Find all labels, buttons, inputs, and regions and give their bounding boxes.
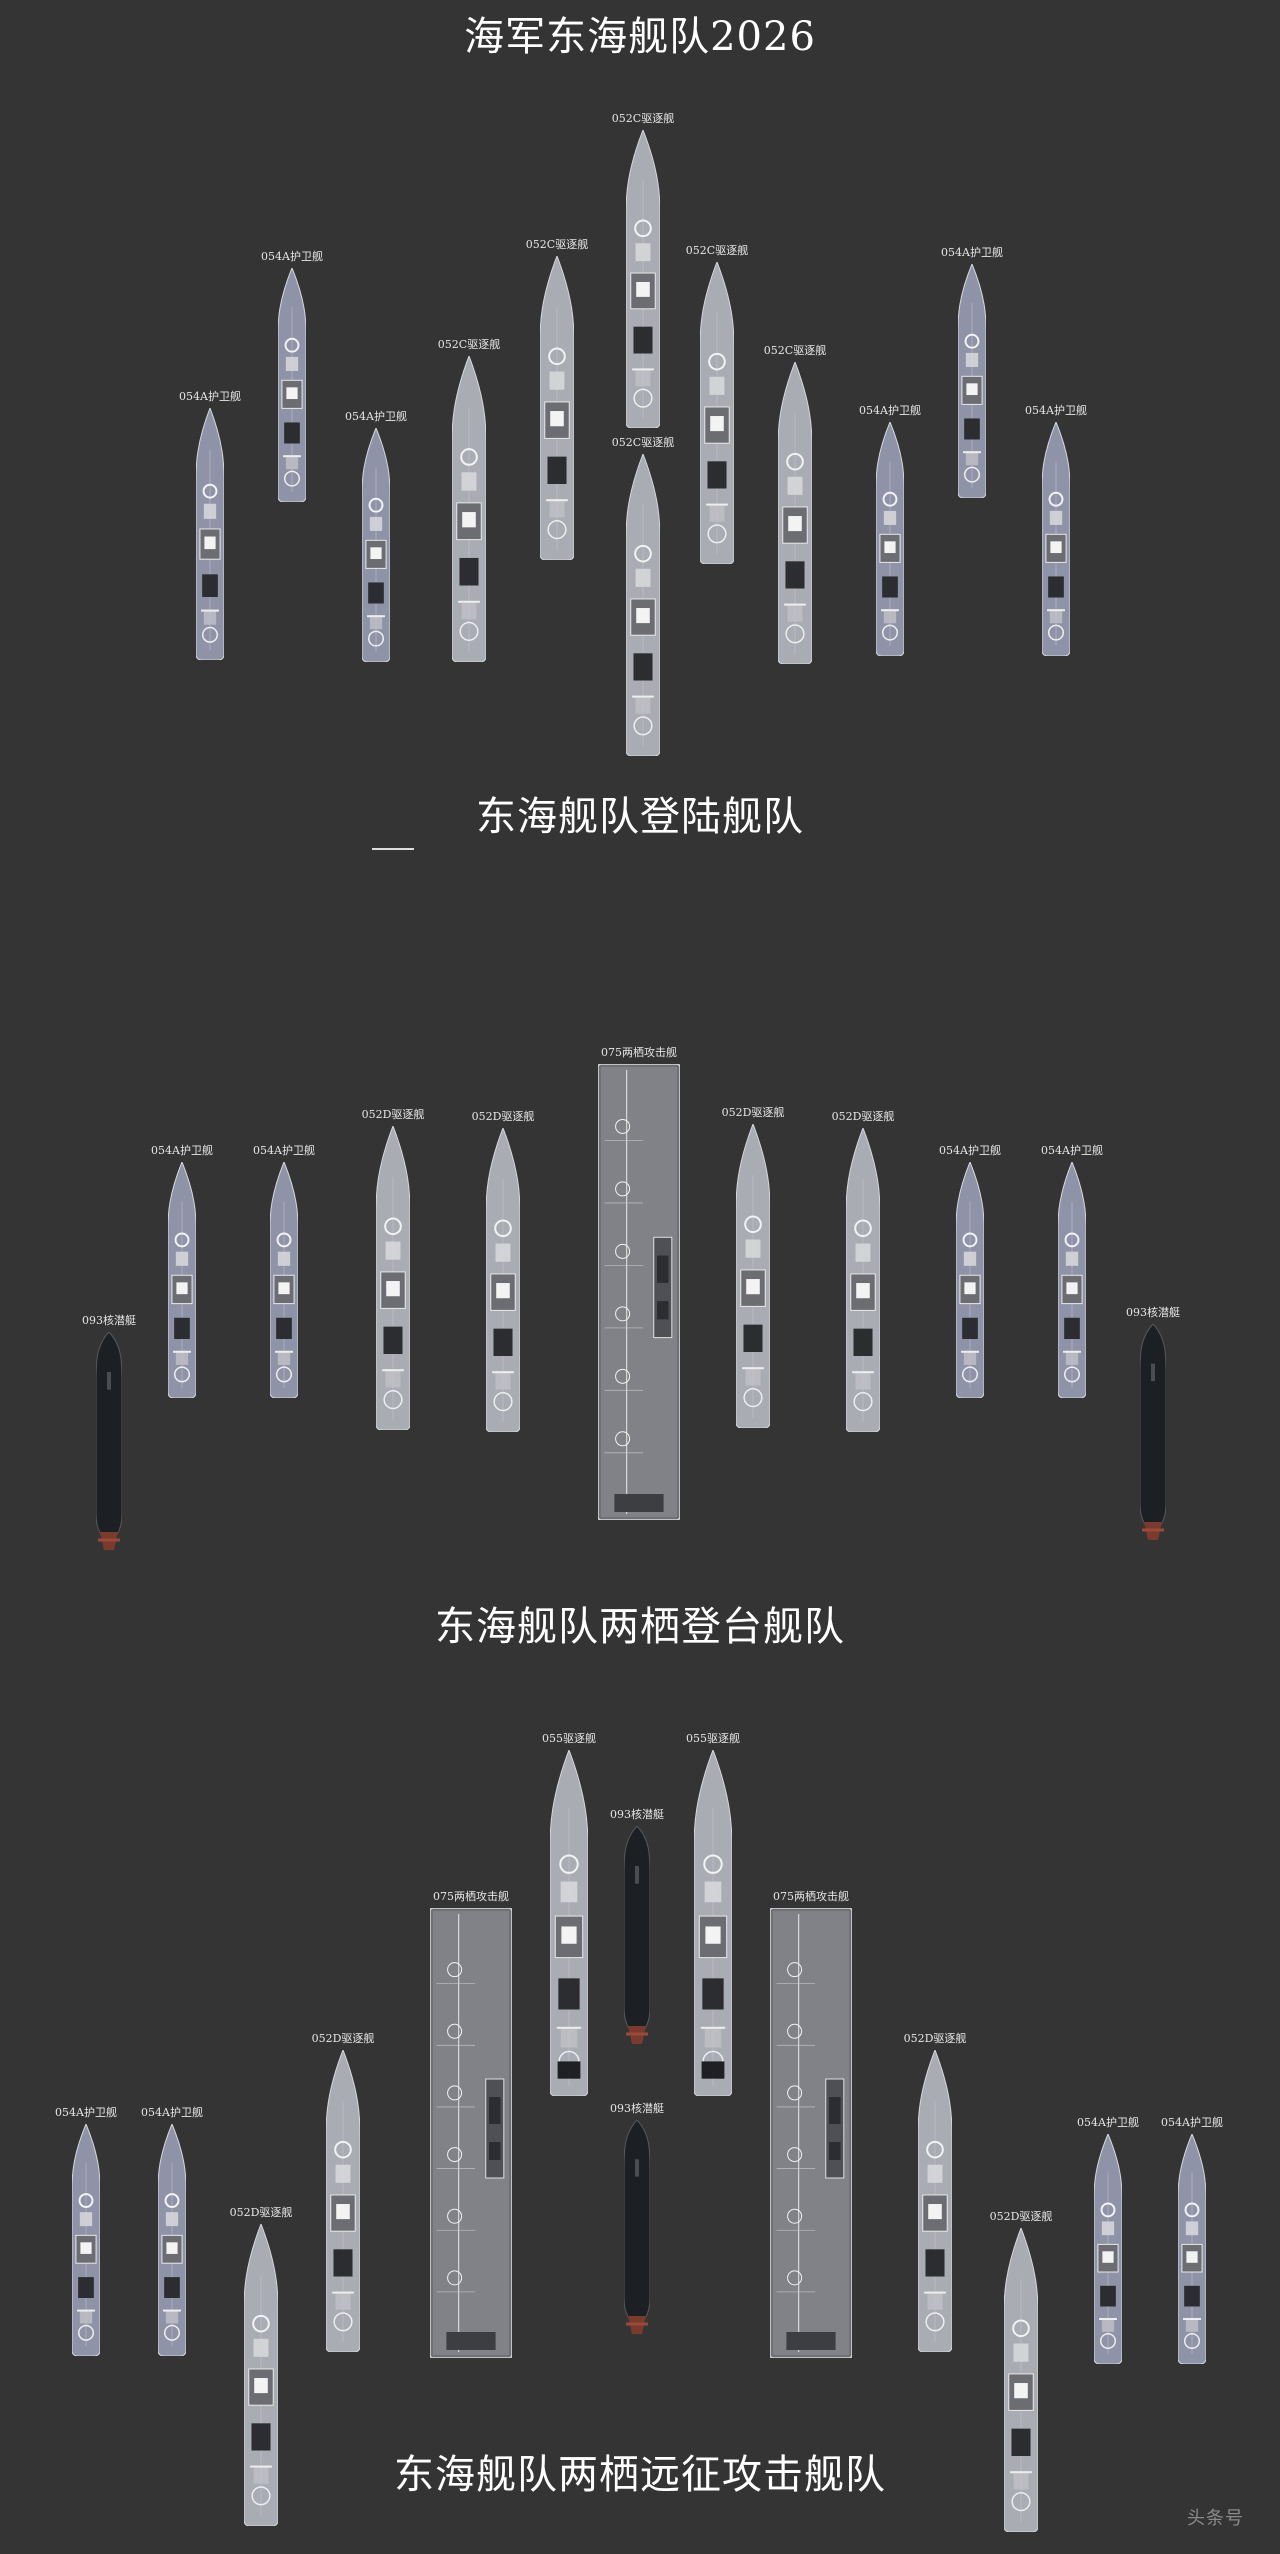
s3-d052d-7-icon [326,2050,360,2352]
s2-d052d-4-icon [376,1126,410,1430]
s3-f054a-11-label: 054A护卫舰 [55,2104,117,2120]
s3-d052d-9-label: 052D驱逐舰 [230,2204,293,2220]
s1-f054a-12-label: 054A护卫舰 [1025,402,1087,418]
s3-f054a-12-label: 054A护卫舰 [141,2104,203,2120]
s1-f054a-3-icon [362,428,390,662]
s3-f054a-13-icon [1094,2134,1122,2364]
s3-f054a-11-icon [72,2124,100,2356]
s2-lhd075-6-label: 075两栖攻击舰 [601,1044,677,1060]
watermark: 头条号 [1187,2504,1244,2530]
s2-d052d-4-label: 052D驱逐舰 [362,1106,425,1122]
s3-sub093-6-label: 093核潜艇 [610,2100,664,2116]
s3-d052d-8-label: 052D驱逐舰 [904,2030,967,2046]
s2-sub093-1-label: 093核潜艇 [82,1312,136,1328]
s2-f054a-2-icon [168,1162,196,1398]
section-title-2: 东海舰队登陆舰队 [0,784,1280,842]
s1-f054a-11-icon [958,264,986,498]
s2-f054a-2-label: 054A护卫舰 [151,1142,213,1158]
s1-d052c-6-icon [626,130,660,428]
s3-d052d-10-icon [1004,2228,1038,2532]
s2-f054a-9-icon [956,1162,984,1398]
s2-d052d-7-icon [736,1124,770,1428]
s3-d055-3-icon [694,1750,732,2096]
s1-f054a-2-icon [278,268,306,502]
s3-d055-1-icon [550,1750,588,2096]
s3-sub093-6-icon [624,2120,650,2338]
s1-d052c-7-icon [626,454,660,756]
s1-f054a-12-icon [1042,422,1070,656]
s2-d052d-7-label: 052D驱逐舰 [722,1104,785,1120]
s1-f054a-2-label: 054A护卫舰 [261,248,323,264]
s1-f054a-10-label: 054A护卫舰 [859,402,921,418]
s3-lhd075-4-label: 075两栖攻击舰 [433,1888,509,1904]
s1-d052c-6-label: 052C驱逐舰 [612,110,674,126]
s3-f054a-14-icon [1178,2134,1206,2364]
s1-d052c-9-label: 052C驱逐舰 [764,342,826,358]
s3-sub093-2-label: 093核潜艇 [610,1806,664,1822]
s3-d055-3-label: 055驱逐舰 [686,1730,740,1746]
s1-d052c-9-icon [778,362,812,664]
s1-d052c-8-label: 052C驱逐舰 [686,242,748,258]
s2-d052d-5-icon [486,1128,520,1432]
s2-d052d-8-label: 052D驱逐舰 [832,1108,895,1124]
s1-d052c-5-label: 052C驱逐舰 [526,236,588,252]
s1-f054a-3-label: 054A护卫舰 [345,408,407,424]
s2-d052d-5-label: 052D驱逐舰 [472,1108,535,1124]
s3-lhd075-5-icon [770,1908,852,2358]
s3-lhd075-4-icon [430,1908,512,2358]
s3-f054a-14-label: 054A护卫舰 [1161,2114,1223,2130]
s2-sub093-11-icon [1140,1324,1166,1544]
s2-sub093-1-icon [96,1332,122,1554]
s3-f054a-12-icon [158,2124,186,2356]
s3-lhd075-5-label: 075两栖攻击舰 [773,1888,849,1904]
s1-d052c-5-icon [540,256,574,560]
s1-f054a-1-label: 054A护卫舰 [179,388,241,404]
s1-d052c-4-label: 052C驱逐舰 [438,336,500,352]
s1-d052c-8-icon [700,262,734,564]
s1-d052c-7-label: 052C驱逐舰 [612,434,674,450]
s2-sub093-11-label: 093核潜艇 [1126,1304,1180,1320]
s3-d052d-8-icon [918,2050,952,2352]
s3-d052d-9-icon [244,2224,278,2526]
divider [372,848,414,850]
s2-f054a-3-label: 054A护卫舰 [253,1142,315,1158]
s2-f054a-10-label: 054A护卫舰 [1041,1142,1103,1158]
section-title-1: 海军东海舰队2026 [0,4,1280,62]
s2-f054a-9-label: 054A护卫舰 [939,1142,1001,1158]
s2-f054a-10-icon [1058,1162,1086,1398]
s3-d052d-7-label: 052D驱逐舰 [312,2030,375,2046]
s1-f054a-1-icon [196,408,224,660]
s1-f054a-11-label: 054A护卫舰 [941,244,1003,260]
s2-f054a-3-icon [270,1162,298,1398]
s3-d055-1-label: 055驱逐舰 [542,1730,596,1746]
s2-d052d-8-icon [846,1128,880,1432]
s3-sub093-2-icon [624,1826,650,2048]
s3-d052d-10-label: 052D驱逐舰 [990,2208,1053,2224]
s1-d052c-4-icon [452,356,486,662]
s2-lhd075-6-icon [598,1064,680,1520]
section-title-4: 东海舰队两栖远征攻击舰队 [0,2442,1280,2500]
s3-f054a-13-label: 054A护卫舰 [1077,2114,1139,2130]
section-title-3: 东海舰队两栖登台舰队 [0,1594,1280,1652]
s1-f054a-10-icon [876,422,904,656]
